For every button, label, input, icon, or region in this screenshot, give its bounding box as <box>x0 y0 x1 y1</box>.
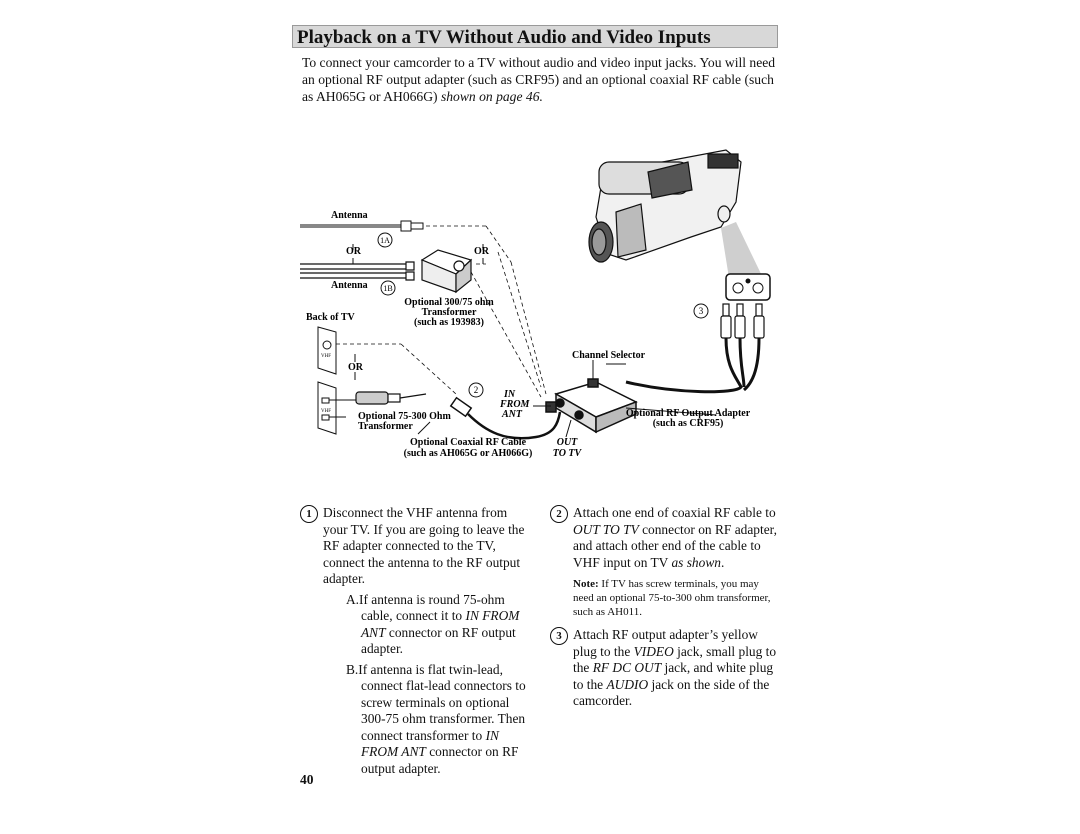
step-1-number: 1 <box>300 505 318 523</box>
tv-back-panel-upper <box>317 326 337 375</box>
step-2-note: Note: If TV has screw terminals, you may… <box>573 577 780 619</box>
transformer-300-75-line2: Transformer <box>422 307 477 318</box>
step-1-text: Disconnect the VHF antenna from your TV.… <box>323 505 525 586</box>
label-3: 3 <box>699 306 704 316</box>
jack-callout-beam <box>721 222 763 278</box>
step-1b-italic: IN FROM ANT <box>361 727 499 760</box>
step-2-italic-2: as shown <box>671 554 721 570</box>
step-3-text-2: jack, small plug to the <box>573 643 777 676</box>
step-1b-suffix: connector on RF output adapter. <box>361 744 519 776</box>
step-3-italic-2: RF DC OUT <box>592 660 662 675</box>
page-title: Playback on a TV Without Audio and Video… <box>297 27 711 48</box>
step-2-text-1: Attach one end of coaxial RF cable to <box>573 505 776 520</box>
coax-cable-label-line1: Optional Coaxial RF Cable <box>410 437 527 448</box>
coax-cable-label-line2: (such as AH065G or AH066G) <box>404 448 533 459</box>
or-middle-label: OR <box>348 362 364 373</box>
vhf-lower-label: VHF <box>321 409 331 414</box>
intro-italic: shown on page 46. <box>440 89 543 104</box>
back-of-tv-label: Back of TV <box>306 312 355 323</box>
note-text: If TV has screw terminals, you may need … <box>573 578 771 618</box>
callout-3: 3 <box>693 303 709 319</box>
to-tv-label: TO TV <box>553 448 583 459</box>
callout-2: 2 <box>468 382 484 398</box>
label-1b: 1B <box>383 284 392 293</box>
intro-text: To connect your camcorder to a TV withou… <box>302 55 776 104</box>
transformer-75-300 <box>355 391 427 405</box>
out-label: OUT <box>557 437 578 448</box>
step-1a-italic: IN FROM ANT <box>361 608 520 640</box>
step-1a-suffix: connector on RF output adapter. <box>361 624 516 657</box>
step-2-text-3: . <box>720 554 725 570</box>
step-1-sub-b: B.If antenna is flat twin-lead, connect … <box>323 662 530 778</box>
antenna-bottom-label: Antenna <box>331 280 368 291</box>
antenna-top-label: Antenna <box>331 210 368 221</box>
step-3: 3 Attach RF output adapter’s yellow plug… <box>550 627 780 710</box>
antenna-twin-lead <box>300 261 415 281</box>
step-2: 2 Attach one end of coaxial RF cable to … <box>550 505 780 571</box>
leader-lines <box>352 244 717 438</box>
step-3-text-4: jack on the side of the camcorder. <box>573 676 770 709</box>
rf-adapter-label-line2: (such as CRF95) <box>653 418 724 429</box>
page-number: 40 <box>300 772 314 787</box>
step-1b-prefix: B.If antenna is flat twin-lead, connect … <box>346 661 526 743</box>
vhf-upper-label: VHF <box>321 354 331 359</box>
step-2-number: 2 <box>550 505 568 523</box>
step-3-italic-1: VIDEO <box>633 643 674 659</box>
channel-selector-label: Channel Selector <box>572 350 646 361</box>
step-3-number: 3 <box>550 627 568 645</box>
transformer-300-75-line3: (such as 193983) <box>414 317 484 328</box>
camcorder-illustration <box>588 149 742 263</box>
note-label: Note: <box>573 578 599 590</box>
step-2-text-2: connector on RF adapter, and attach othe… <box>573 521 777 570</box>
tv-back-panel-lower <box>317 381 356 435</box>
rca-cables <box>625 337 761 394</box>
transformer-300-75-line1: Optional 300/75 ohm <box>404 297 494 308</box>
in-label: IN <box>503 389 516 400</box>
step-1-sub-a: A.If antenna is round 75-ohm cable, conn… <box>323 592 530 658</box>
dashed-guides <box>336 225 547 398</box>
antenna-cable-top <box>300 220 424 232</box>
from-label: FROM <box>499 399 531 410</box>
transformer-75-300-line1: Optional 75-300 Ohm <box>358 411 451 422</box>
title-bar: Playback on a TV Without Audio and Video… <box>292 25 778 48</box>
step-1a-prefix: A.If antenna is round 75-ohm cable, conn… <box>346 591 505 624</box>
camcorder-jack-panel <box>725 273 771 301</box>
callout-1a: 1A <box>377 232 393 248</box>
steps-left-column: 1 Disconnect the VHF antenna from your T… <box>300 505 530 783</box>
diagram-svg: 1A 1B 2 3 Antenna OR OR Antenna Optional… <box>300 149 771 459</box>
rf-output-adapter <box>554 378 638 434</box>
steps-right-column: 2 Attach one end of coaxial RF cable to … <box>550 505 780 716</box>
rf-adapter-label-line1: Optional RF Output Adapter <box>626 408 751 419</box>
step-3-text-1: Attach RF output adapter’s yellow plug t… <box>573 627 758 659</box>
step-3-italic-3: AUDIO <box>606 676 649 692</box>
step-2-italic-1: OUT TO TV <box>573 521 639 537</box>
rca-plugs <box>720 303 765 339</box>
callout-1b: 1B <box>380 280 396 296</box>
or-left-label: OR <box>346 246 362 257</box>
label-2: 2 <box>474 385 479 395</box>
intro-paragraph: To connect your camcorder to a TV withou… <box>302 54 778 105</box>
connection-diagram: 1A 1B 2 3 Antenna OR OR Antenna Optional… <box>296 132 776 467</box>
coaxial-cable <box>449 396 562 440</box>
or-right-label: OR <box>474 246 490 257</box>
ant-label: ANT <box>501 409 523 420</box>
step-1: 1 Disconnect the VHF antenna from your T… <box>300 505 530 777</box>
step-3-text-3: jack, and white plug to the <box>573 660 774 692</box>
label-1a: 1A <box>380 236 390 245</box>
transformer-300-75 <box>420 249 473 294</box>
transformer-75-300-line2: Transformer <box>358 421 413 432</box>
